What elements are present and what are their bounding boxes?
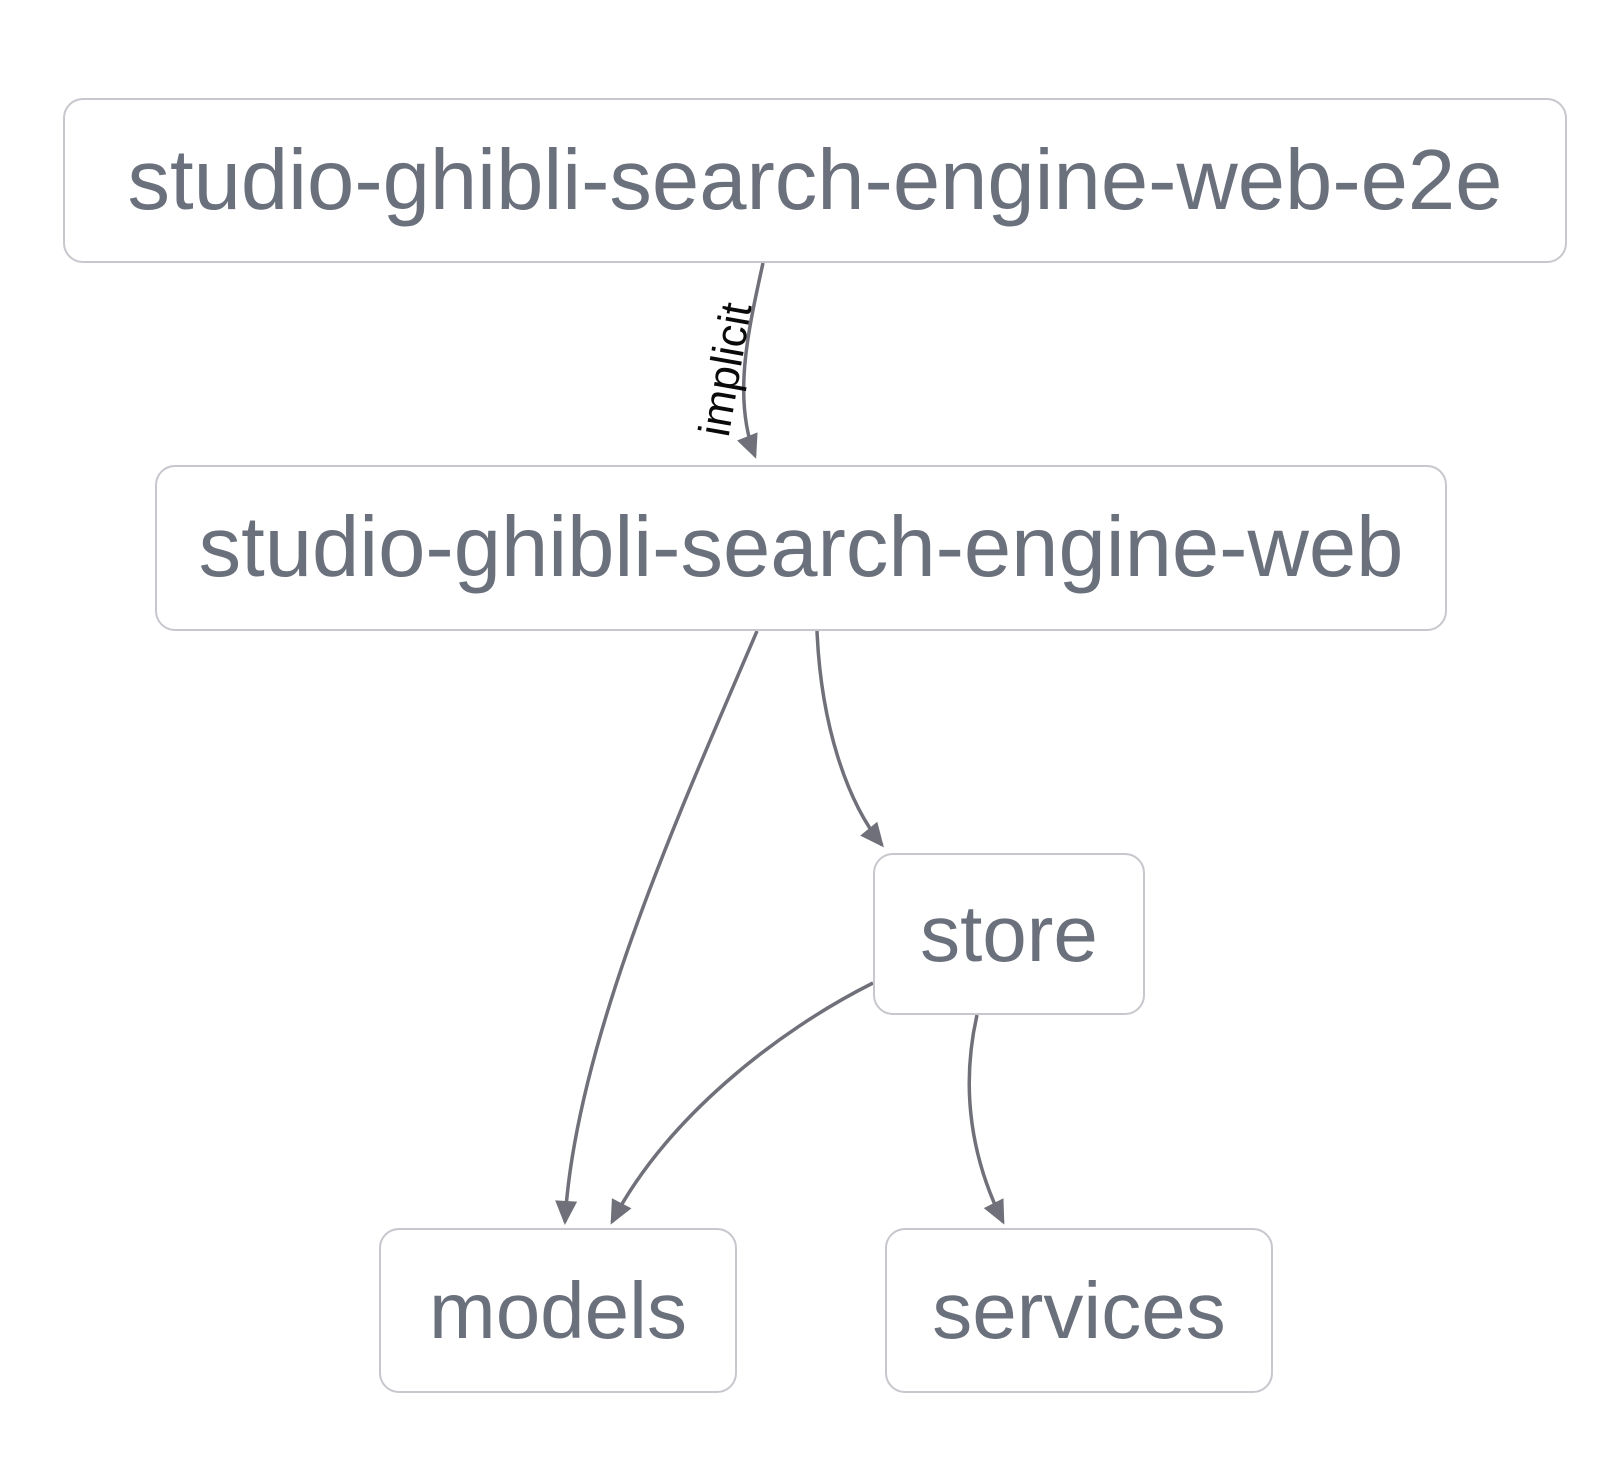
node-studio-ghibli-search-engine-web[interactable]: studio-ghibli-search-engine-web [155, 465, 1447, 631]
edge-label-implicit: implicit [690, 299, 762, 440]
node-services[interactable]: services [885, 1228, 1273, 1393]
edge-store-to-models [610, 981, 874, 1225]
node-label: studio-ghibli-search-engine-web-e2e [127, 132, 1503, 228]
node-label: services [932, 1265, 1226, 1355]
node-label: store [920, 889, 1098, 978]
node-studio-ghibli-search-engine-web-e2e[interactable]: studio-ghibli-search-engine-web-e2e [63, 98, 1567, 263]
edge-web-to-models [555, 630, 759, 1225]
node-label: models [429, 1265, 687, 1355]
node-label: studio-ghibli-search-engine-web [198, 500, 1404, 595]
edge-store-to-services [967, 1014, 1005, 1225]
node-models[interactable]: models [379, 1228, 737, 1393]
edge-web-to-store [815, 630, 884, 848]
node-store[interactable]: store [873, 853, 1145, 1015]
edge-e2e-to-web [737, 262, 765, 459]
